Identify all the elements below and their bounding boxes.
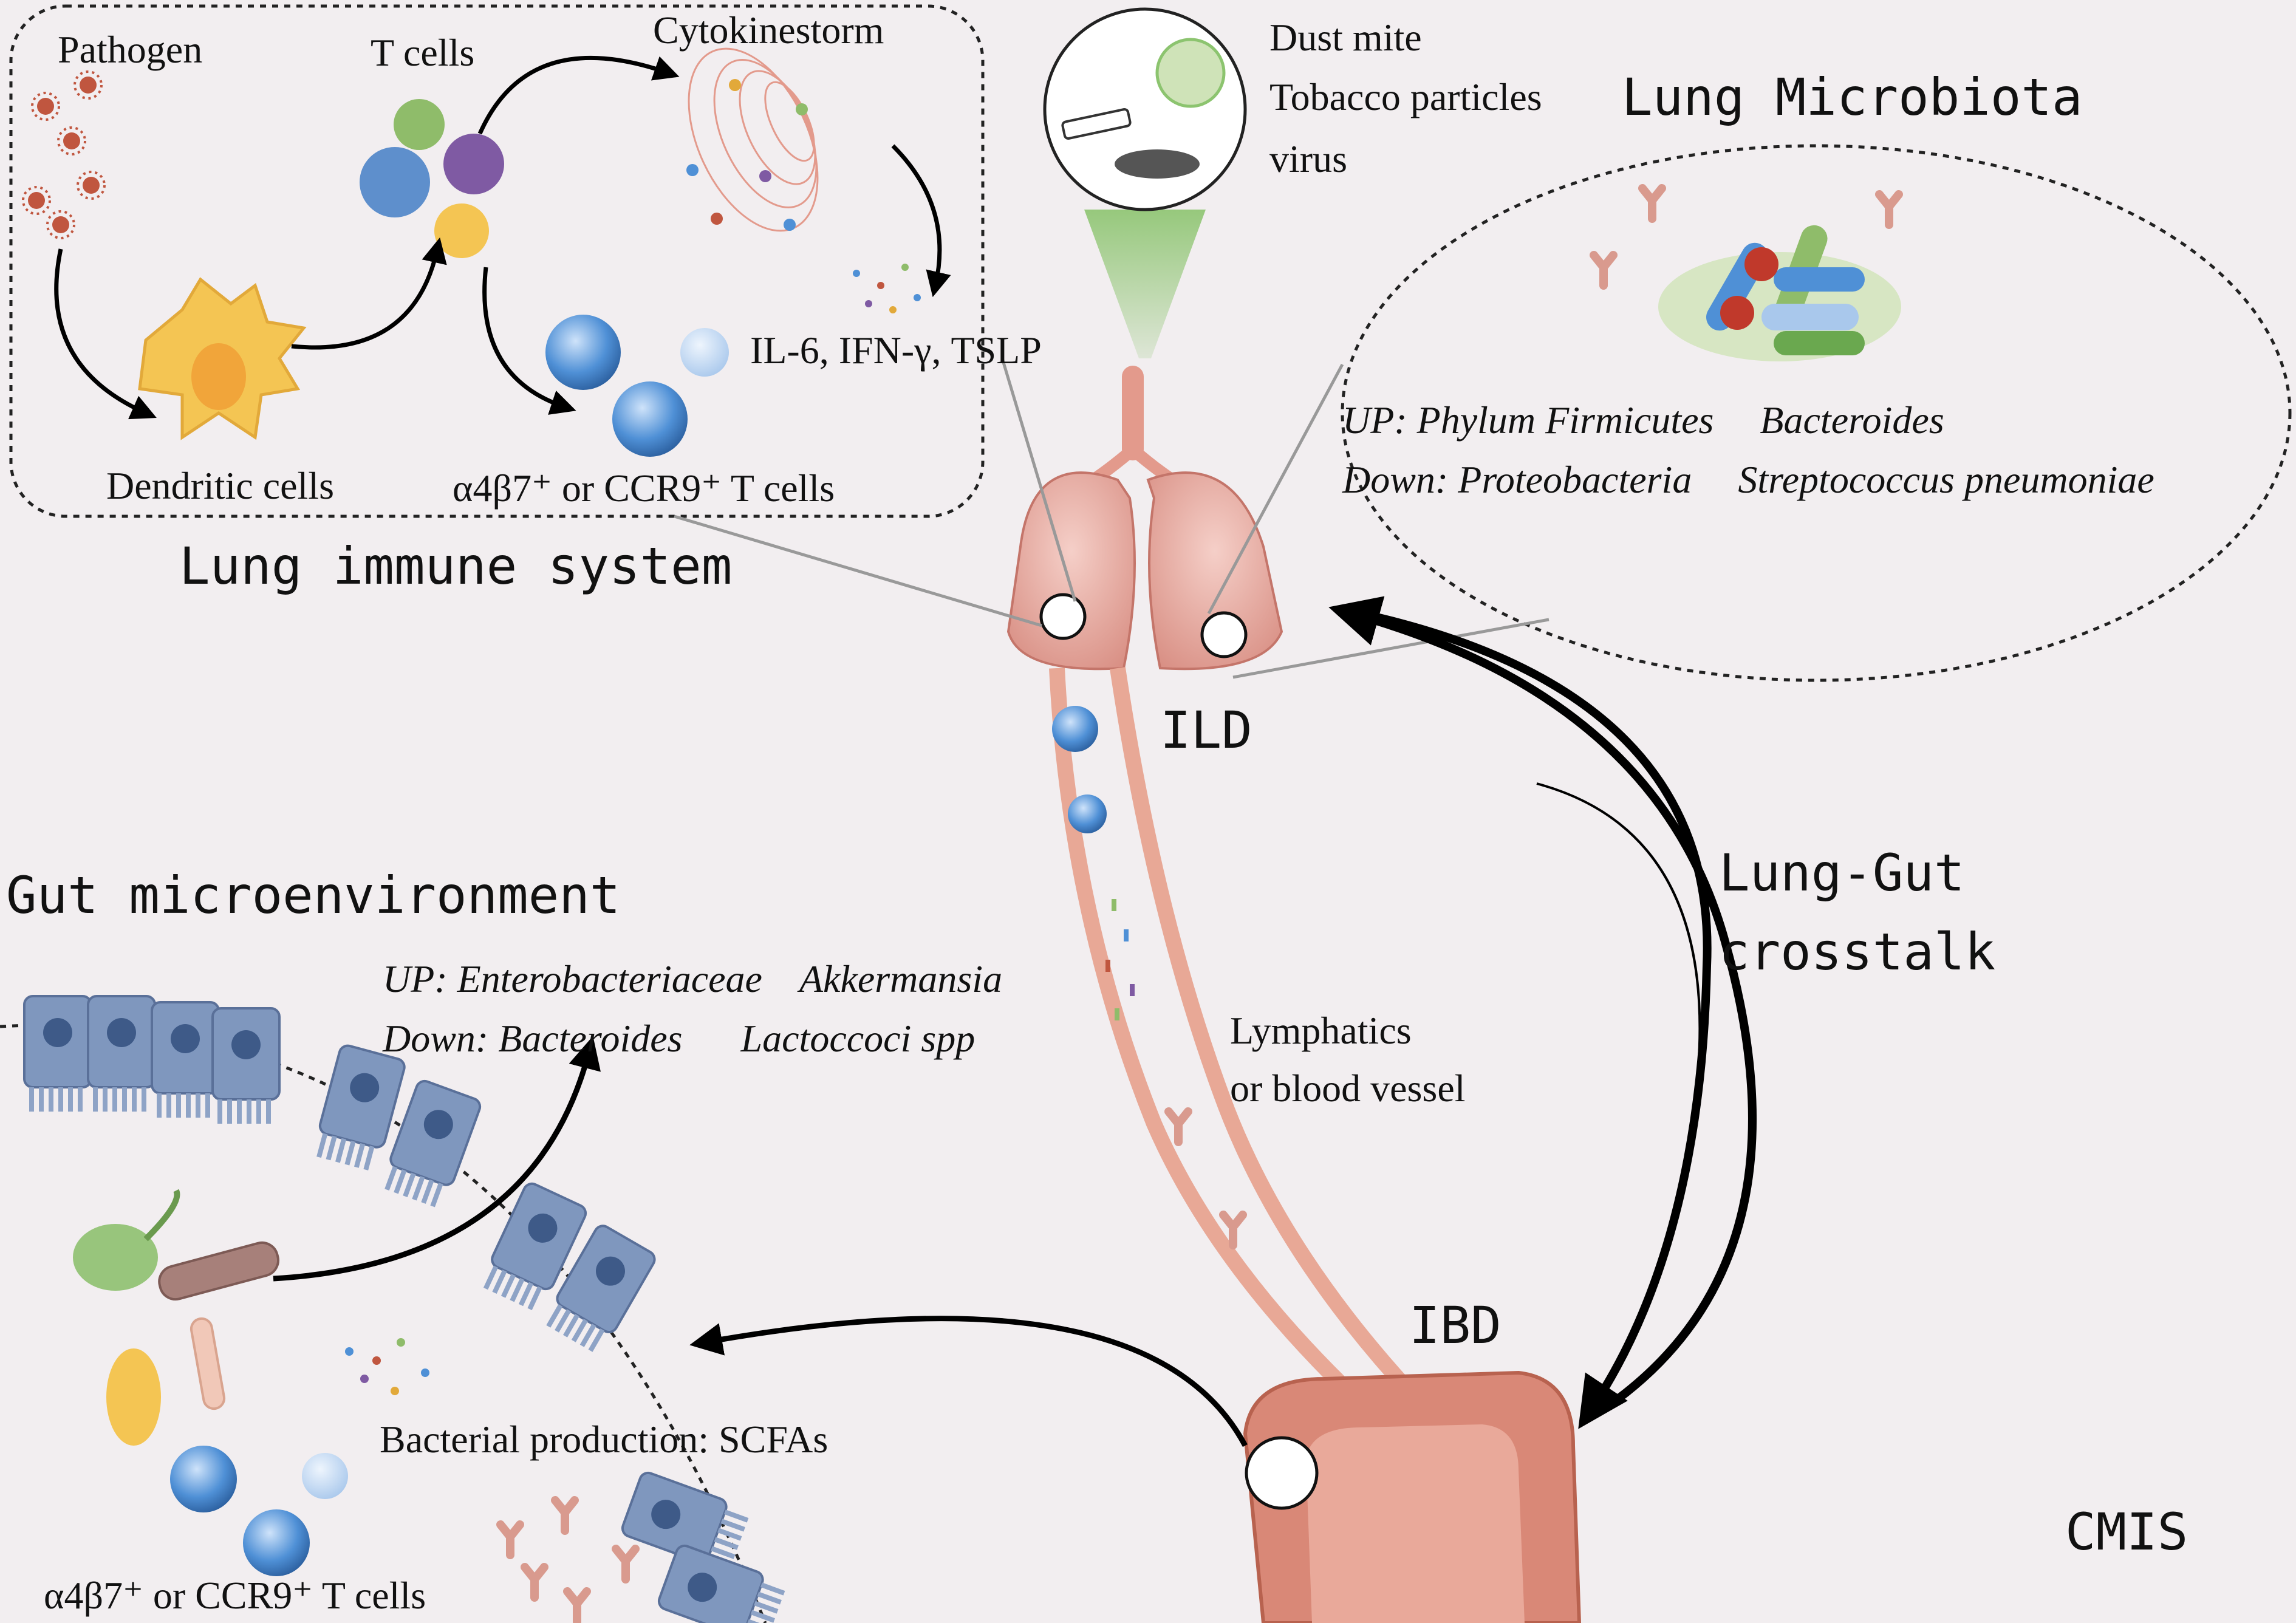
scfa-label: Bacterial production: SCFAs [380, 1418, 829, 1461]
gallbladder-icon [73, 1189, 180, 1446]
dendritic-cells-label: Dendritic cells [106, 464, 334, 507]
microbe-name: Lactoccoci spp [740, 1017, 975, 1060]
cytokine-storm-icon [686, 47, 819, 232]
ild-label: ILD [1160, 700, 1252, 760]
cmis-label: CMIS [2065, 1502, 2188, 1562]
lungs-icon [1006, 366, 1283, 671]
gut-t-cells-icon [170, 1446, 348, 1576]
crosstalk-label-line2: crosstalk [1719, 922, 1996, 982]
crosstalk-label-line1: Lung-Gut [1719, 843, 1965, 903]
microbe-name: Enterobacteriaceae [457, 957, 762, 1000]
exposure-item: Dust mite [1269, 16, 1422, 59]
homing-t-cells-icon [545, 315, 729, 457]
colon-icon [1243, 1370, 1582, 1623]
microbe-name: Bacteroides [1760, 398, 1944, 442]
lung-microbiota-down-row: Down: Proteobacteria Streptococcus pneum… [1342, 460, 2154, 499]
microbe-name: Bacteroides [498, 1017, 683, 1060]
exposure-item: Tobacco particles [1269, 75, 1542, 118]
gut-antibodies-icon [501, 1500, 635, 1622]
gut-title: Gut microenvironment [6, 866, 621, 925]
exposure-icon [1043, 7, 1247, 358]
gut-panel [0, 995, 1248, 1623]
microbe-name: Proteobacteria [1458, 458, 1692, 501]
lung-microbiota-up-row: UP: Phylum Firmicutes Bacteroides [1342, 401, 1944, 440]
microbe-name: Phylum Firmicutes [1416, 398, 1714, 442]
down-prefix: Down: [1342, 458, 1449, 501]
exposure-item: virus [1269, 137, 1347, 180]
gut-particles-icon [345, 1338, 429, 1395]
down-prefix: Down: [383, 1017, 489, 1060]
lung-immune-title: Lung immune system [179, 536, 733, 596]
gut-bacteria-icon [158, 1241, 279, 1410]
pathogen-label: Pathogen [58, 28, 203, 71]
pathogen-icon [22, 70, 106, 239]
lung-homing-cells-label: α4β7⁺ or CCR9⁺ T cells [453, 466, 835, 510]
vessel-icon [1049, 667, 1415, 1403]
ibd-label: IBD [1409, 1296, 1502, 1355]
microbe-name: Akkermansia [799, 957, 1003, 1000]
epithelium-icon [23, 995, 790, 1623]
vessel-label-line1: Lymphatics [1230, 1009, 1412, 1052]
microbe-name: Streptococcus pneumoniae [1738, 458, 2154, 501]
lung-microbiota-panel [1341, 144, 2292, 682]
up-prefix: UP: [1342, 398, 1407, 442]
vessel-label-line2: or blood vessel [1230, 1067, 1466, 1110]
lung-immune-panel [9, 4, 985, 518]
immune-arrows [54, 56, 951, 420]
cytokines-label: IL-6, IFN-γ, TSLP [750, 329, 1042, 372]
t-cells-cluster-icon [360, 99, 504, 258]
cytokine-storm-label: Cytokinestorm [653, 9, 884, 52]
up-prefix: UP: [383, 957, 448, 1000]
dendritic-cell-icon [138, 277, 307, 440]
lung-microbiota-title: Lung Microbiota [1622, 67, 2083, 127]
t-cells-label: T cells [371, 31, 475, 74]
gut-up-row: UP: Enterobacteriaceae Akkermansia [383, 960, 1002, 999]
crosstalk-arrows [1328, 596, 1757, 1429]
gut-homing-cells-label: α4β7⁺ or CCR9⁺ T cells [44, 1574, 426, 1617]
gut-down-row: Down: Bacteroides Lactoccoci spp [383, 1019, 975, 1058]
vessel-particles [1105, 899, 1243, 1245]
gut-arrows [273, 1036, 1248, 1447]
bacteria-cluster-icon [1658, 225, 1901, 361]
cytokine-particles-icon [853, 264, 921, 313]
connector-lines [674, 358, 1549, 679]
